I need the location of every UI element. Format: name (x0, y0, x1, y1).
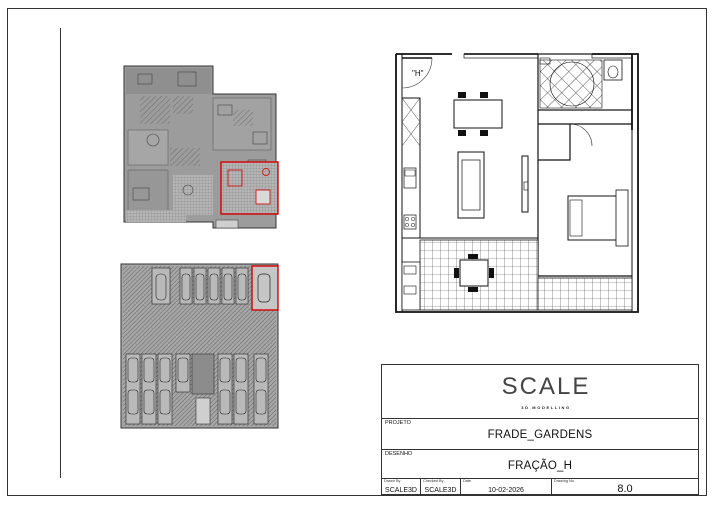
drawing-label: DESENHO (385, 451, 413, 457)
drawing-value: FRAÇÃO_H (507, 460, 573, 472)
binding-margin-line (60, 28, 61, 478)
drawn-by-label: Drawn By (384, 479, 401, 483)
checked-by-cell: Checked By SCALE3D (421, 479, 461, 495)
logo-subtitle: 3D MODELLING (521, 405, 571, 410)
date-value: 10-02-2026 (488, 487, 524, 494)
drawn-by-cell: Drawn By SCALE3D (382, 479, 421, 495)
project-value: FRADE_GARDENS (487, 429, 593, 441)
project-row: PROJETO FRADE_GARDENS (382, 418, 698, 450)
checked-by-value: SCALE3D (424, 487, 457, 494)
logo-wordmark: SCALE (501, 373, 591, 400)
drawing-no-label: Drawing No. (554, 479, 575, 483)
key-plan-floor (123, 65, 279, 229)
drawing-row: DESENHO FRAÇÃO_H (382, 449, 698, 479)
key-plan-garage (120, 263, 279, 429)
date-cell: Date 10-02-2026 (461, 479, 552, 495)
sheet-border (7, 8, 707, 496)
unit-tag: "H" (412, 69, 424, 78)
drawn-by-value: SCALE3D (385, 487, 417, 494)
title-block: PROJETO FRADE_GARDENS DESENHO FRAÇÃO_H D… (381, 364, 699, 495)
checked-by-label: Checked By (423, 479, 444, 483)
project-label: PROJETO (385, 420, 411, 426)
date-label: Date (463, 479, 472, 483)
info-row: Drawn By SCALE3D Checked By SCALE3D Date… (382, 478, 698, 495)
drawing-no-cell: Drawing No. 8.0 (552, 479, 698, 495)
drawing-no-value: 8.0 (617, 483, 633, 495)
unit-floor-plan: "H" (395, 53, 639, 313)
company-logo: SCALE 3D MODELLING (494, 373, 598, 413)
